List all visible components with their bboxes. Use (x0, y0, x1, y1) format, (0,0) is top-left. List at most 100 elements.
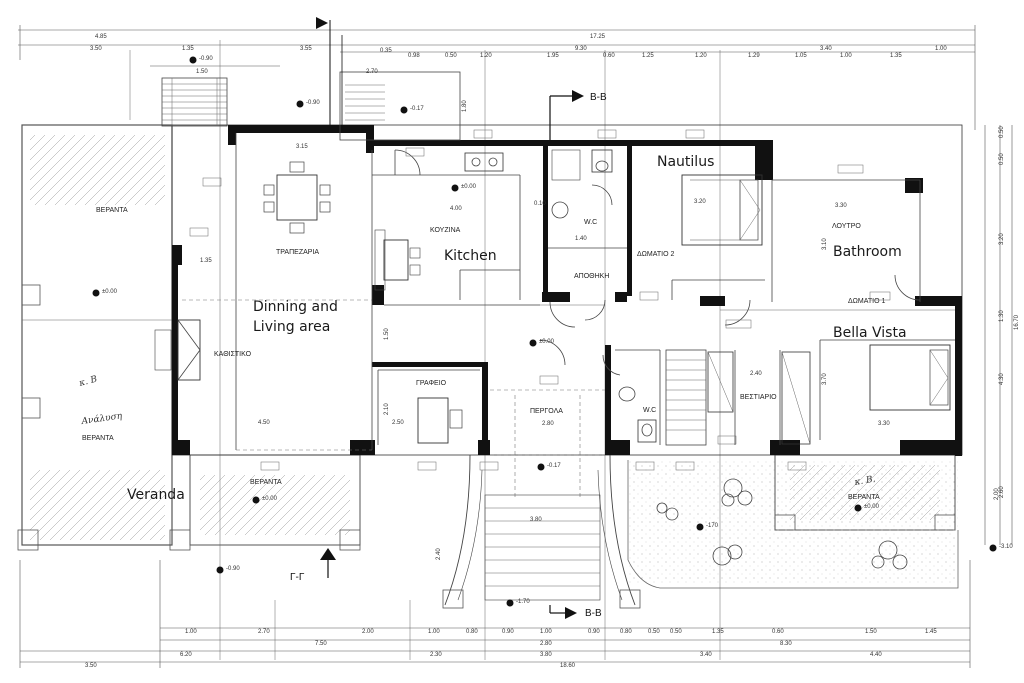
level-text: -0.90 (199, 56, 213, 62)
level-marker: -0.90 (189, 56, 213, 64)
section-gg: Γ-Γ (290, 572, 305, 583)
dim-inner: 4.00 (450, 206, 462, 212)
right-dimensions: 0.50 0.50 3.20 1.30 4.30 2.60 16.70 (999, 126, 1020, 498)
dim-inner: 1.35 (200, 258, 212, 264)
label-room2: ΔΩΜΑΤΙΟ 2 (637, 251, 674, 258)
wardrobe-icon (707, 351, 811, 445)
dim-bot-3-b: 2.30 (430, 652, 442, 658)
dim-right-g: 16.70 (1014, 314, 1020, 330)
inner-dimensions: 3.15 4.00 1.80 3.20 3.30 2.40 3.30 4.50 … (200, 100, 1000, 560)
label-pergola: ΠΕΡΓΟΛΑ (530, 408, 563, 415)
dim-inner: 3.30 (878, 421, 890, 427)
level-markers: -0.90 -0.90 -0.17 ±0.00 ±0.00 ±0.00 ±0.0… (92, 56, 1013, 607)
dim-inner: 3.15 (296, 144, 308, 150)
dim-top-3-j: 1.05 (795, 53, 807, 59)
dim-bot-3-d: 3.40 (700, 652, 712, 658)
dim-bot-4-a: 3.50 (85, 663, 97, 669)
dim-bot-1-h: 0.90 (588, 629, 600, 635)
level-text: -3.10 (999, 544, 1013, 550)
section-marks: B-B B-B Γ-Γ (290, 17, 607, 619)
level-marker: -3.10 (989, 544, 1013, 552)
level-marker: -170 (696, 523, 719, 531)
label-bath-gr: ΛΟΥΤΡΟ (832, 223, 861, 230)
shrub-cluster-4 (871, 540, 908, 570)
shrub-cluster-2 (656, 502, 679, 521)
dim-inner: 2.00 (994, 488, 1000, 500)
shrub-cluster-1 (721, 478, 753, 507)
dim-top-3-a: 0.35 (380, 48, 392, 54)
label-wc-top: W.C (584, 219, 597, 226)
level-text: ±0.00 (102, 289, 118, 295)
dim-inner: 2.40 (750, 371, 762, 377)
dim-bot-3-e: 4.40 (870, 652, 882, 658)
section-bb-top: B-B (590, 92, 607, 103)
dim-bot-1-n: 1.50 (865, 629, 877, 635)
label-dining: ΤΡΑΠΕΖΑΡΙΑ (276, 249, 319, 256)
dim-bot-3-c: 3.80 (540, 652, 552, 658)
stairs-garden (442, 454, 641, 609)
dim-bot-1-d: 1.00 (428, 629, 440, 635)
dim-inner: 1.50 (384, 328, 390, 340)
dim-top-1-a: 4.85 (95, 34, 107, 40)
dim-inner: 2.10 (384, 403, 390, 415)
dim-bot-1-f: 0.90 (502, 629, 514, 635)
wc-top-fixtures-icon (551, 149, 613, 219)
dim-top-3-d: 1.20 (480, 53, 492, 59)
level-text: -170 (706, 523, 719, 529)
level-text: -0.90 (226, 566, 240, 572)
dim-right-b: 0.50 (999, 153, 1005, 165)
stairs-entry (339, 71, 461, 141)
dim-top-3-i: 1.29 (748, 53, 760, 59)
room-living-line-2: Living area (253, 319, 330, 335)
dim-right-c: 3.20 (999, 233, 1005, 245)
dim-bot-1-l: 1.35 (712, 629, 724, 635)
dim-bot-1-i: 0.80 (620, 629, 632, 635)
label-living-gr: ΚΑΘΙΣΤΙΚΟ (214, 351, 252, 358)
dim-bot-1-m: 0.60 (772, 629, 784, 635)
dim-top-3-c: 0.50 (445, 53, 457, 59)
label-veranda-left-mid: ΒΕΡΑΝΤΑ (82, 435, 114, 442)
dim-right-d: 1.30 (999, 310, 1005, 322)
wc-bottom-fixtures-icon (618, 386, 657, 443)
dim-top-3-b: 0.98 (408, 53, 420, 59)
level-marker: ±0.00 (854, 504, 880, 512)
dim-top-2-c: 3.55 (300, 46, 312, 52)
level-text: -0.17 (547, 463, 561, 469)
label-veranda-right: ΒΕΡΑΝΤΑ (848, 494, 880, 501)
bottom-dimensions: 1.00 2.70 2.00 1.00 0.80 0.90 1.00 0.90 … (85, 629, 937, 669)
dim-bot-1-b: 2.70 (258, 629, 270, 635)
dim-top-2-b: 1.35 (182, 46, 194, 52)
dim-top-4-a: 1.50 (196, 69, 208, 75)
dim-top-3-h: 1.20 (695, 53, 707, 59)
label-room1: ΔΩΜΑΤΙΟ 1 (848, 298, 885, 305)
level-marker: ±0.00 (252, 496, 278, 504)
dim-right-a: 0.50 (999, 126, 1005, 138)
room-names: Kitchen Nautilus Bathroom Dinning and Li… (127, 154, 907, 503)
door-swings (394, 149, 921, 376)
window-tags (189, 129, 891, 471)
dim-bot-2-a: 7.50 (315, 641, 327, 647)
label-wardrobe: ΒΕΣΤΙΑΡΙΟ (740, 394, 777, 401)
level-marker: -0.90 (216, 566, 240, 574)
label-storage: ΑΠΟΘΗΚΗ (574, 273, 609, 280)
dim-inner: 3.80 (530, 517, 542, 523)
dining-table-icon (263, 161, 331, 234)
garden (627, 460, 959, 589)
dim-bot-2-c: 8.30 (780, 641, 792, 647)
dim-top-2-a: 3.50 (90, 46, 102, 52)
level-text: -1.70 (516, 599, 530, 605)
shrub-cluster-3 (712, 544, 743, 566)
bed-nautilus-icon (681, 174, 763, 246)
level-text: -0.90 (306, 100, 320, 106)
dim-inner: 4.50 (258, 420, 270, 426)
level-text: ±0.00 (262, 496, 278, 502)
dim-inner: 2.50 (392, 420, 404, 426)
level-marker: ±0.00 (451, 184, 477, 192)
dim-top-2-e: 3.40 (820, 46, 832, 52)
dim-top-3-k: 1.00 (840, 53, 852, 59)
handwriting-left-1: κ. Β (77, 374, 99, 389)
room-nautilus: Nautilus (657, 154, 714, 170)
dim-inner: 3.10 (822, 238, 828, 250)
fireplace-icon (154, 319, 201, 381)
